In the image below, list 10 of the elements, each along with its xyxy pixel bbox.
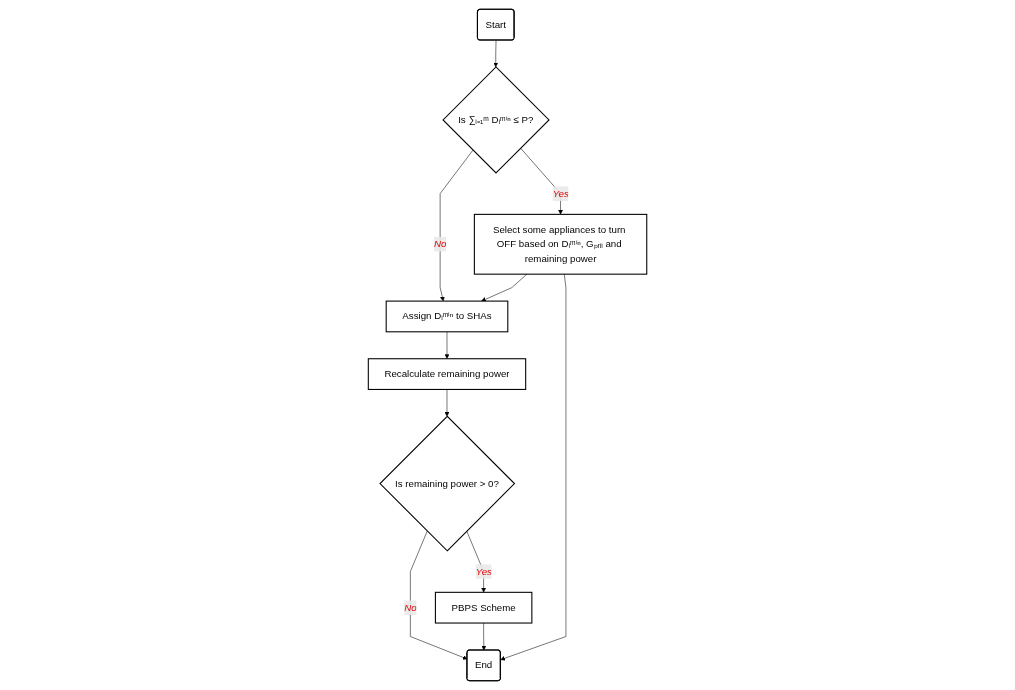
edge-label: No	[404, 602, 417, 613]
edge-label: Yes	[475, 565, 492, 577]
node-box: Select some appliances to turn OFF based on Dᵢᵐⁱⁿ, Gₚᵣᵢᵢ and remaining power	[473, 213, 648, 275]
edge-label: Yes	[552, 187, 569, 199]
node-box: PBPS Scheme	[434, 591, 533, 624]
node-diamond: Is ∑ᵢ₌₁ᵐ Dᵢᵐⁱⁿ ≤ P?	[442, 66, 550, 174]
node-diamond: Is remaining power > 0?	[379, 415, 516, 552]
node-box: Assign Dᵢᵐⁱⁿ to SHAs	[385, 300, 509, 333]
node-box: Recalculate remaining power	[367, 358, 527, 390]
edge-label: No	[433, 238, 447, 250]
